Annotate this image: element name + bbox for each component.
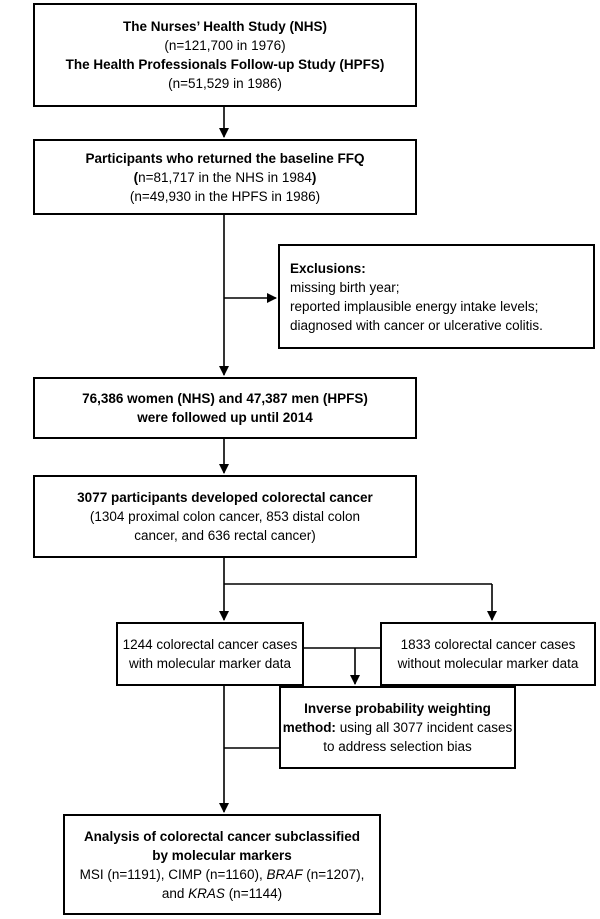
without-data-line2: without molecular marker data [397, 656, 579, 671]
with-data-line1: 1244 colorectal cancer cases [122, 637, 298, 652]
ipw-method-label: method: [282, 720, 336, 735]
analysis-title2: by molecular markers [152, 847, 292, 863]
ipw-title: Inverse probability weighting [304, 701, 491, 716]
crc-box: 3077 participants developed colorectal c… [33, 475, 417, 558]
baseline-box: Participants who returned the baseline F… [33, 139, 417, 215]
without-marker-data-box: 1833 colorectal cancer cases without mol… [380, 622, 596, 686]
crc-line2: cancer, and 636 rectal cancer) [134, 528, 316, 543]
baseline-nhs-open: ( [133, 169, 139, 185]
cohorts-box: The Nurses’ Health Study (NHS) (n=121,70… [33, 3, 417, 107]
ipw-line2: method: using all 3077 incident cases [283, 718, 513, 737]
baseline-nhs-count: n=81,717 in the NHS in 1984 [138, 169, 312, 185]
followup-line1: 76,386 women (NHS) and 47,387 men (HPFS) [82, 391, 368, 406]
hpfs-title: The Health Professionals Follow-up Study… [65, 57, 385, 72]
without-data-line1: 1833 colorectal cancer cases [400, 637, 576, 652]
baseline-title: Participants who returned the baseline F… [85, 150, 365, 166]
followup-line2: were followed up until 2014 [137, 410, 313, 425]
exclusion-item: missing birth year; [290, 279, 400, 295]
analysis-kras-n: (n=1144) [224, 885, 283, 901]
analysis-line3: MSI (n=1191), CIMP (n=1160), BRAF (n=120… [80, 865, 365, 884]
nhs-count: (n=121,700 in 1976) [164, 38, 286, 53]
analysis-and: and [161, 885, 189, 901]
crc-line1: (1304 proximal colon cancer, 853 distal … [89, 509, 361, 524]
crc-title: 3077 participants developed colorectal c… [77, 490, 373, 505]
exclusion-item: reported implausible energy intake level… [290, 298, 539, 314]
analysis-title1: Analysis of colorectal cancer subclassif… [83, 828, 361, 844]
analysis-line4: and KRAS (n=1144) [162, 884, 282, 903]
analysis-box: Analysis of colorectal cancer subclassif… [63, 814, 381, 915]
baseline-nhs-line: (n=81,717 in the NHS in 1984) [134, 168, 317, 187]
ipw-method-text: using all 3077 incident cases [335, 720, 513, 735]
analysis-kras: KRAS [188, 885, 225, 901]
with-data-line2: with molecular marker data [128, 656, 292, 671]
exclusions-box: Exclusions: missing birth year; reported… [278, 244, 595, 349]
hpfs-count: (n=51,529 in 1986) [168, 76, 282, 91]
baseline-nhs-close: ) [311, 169, 317, 185]
exclusions-title: Exclusions: [290, 260, 366, 276]
analysis-braf-n: (n=1207), [302, 866, 365, 882]
followup-box: 76,386 women (NHS) and 47,387 men (HPFS)… [33, 377, 417, 439]
nhs-title: The Nurses’ Health Study (NHS) [122, 19, 328, 34]
baseline-hpfs-count: (n=49,930 in the HPFS in 1986) [129, 188, 321, 204]
ipw-box: Inverse probability weighting method: us… [279, 686, 516, 769]
exclusion-item: diagnosed with cancer or ulcerative coli… [290, 317, 543, 333]
ipw-line3: to address selection bias [323, 739, 472, 754]
analysis-braf: BRAF [266, 866, 303, 882]
with-marker-data-box: 1244 colorectal cancer cases with molecu… [116, 622, 304, 686]
analysis-msi-cimp: MSI (n=1191), CIMP (n=1160), [79, 866, 267, 882]
